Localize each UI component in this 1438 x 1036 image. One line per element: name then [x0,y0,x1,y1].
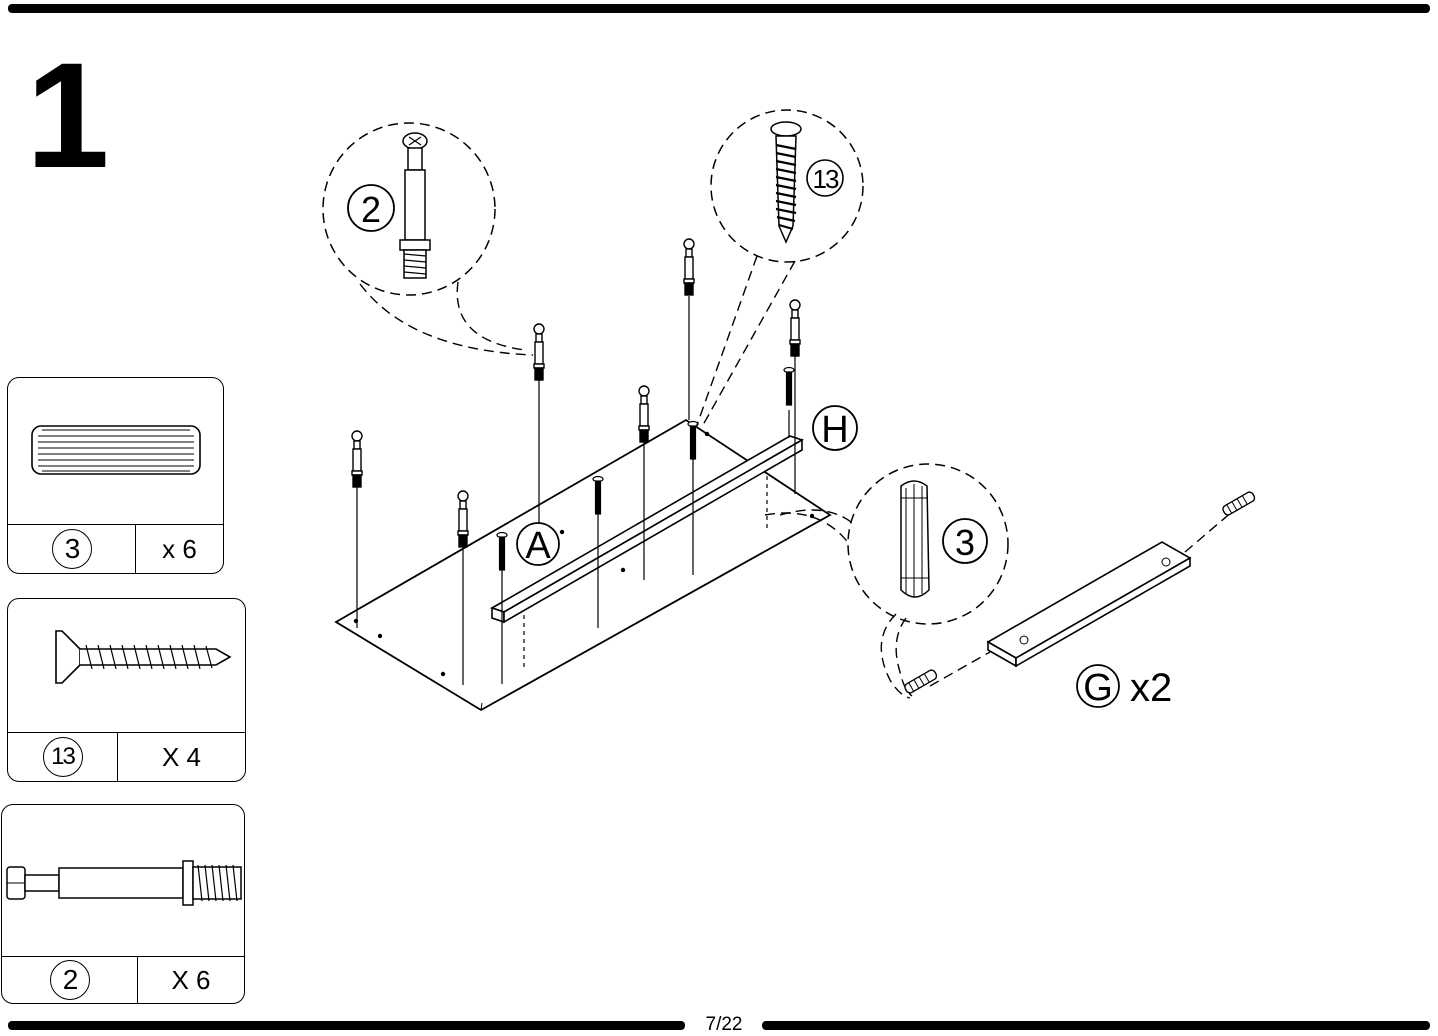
svg-text:H: H [821,409,848,451]
bottom-rule-left [8,1021,685,1030]
label-rail-h: H [813,406,857,451]
callout-cam-bolt-label: 2 [361,189,381,230]
page-number: 7/22 [690,1014,758,1036]
svg-text:G: G [1083,667,1113,709]
detail-cam-bolt: 2 [323,123,533,355]
callout-screw-label: 13 [813,164,839,194]
detail-screw: 13 [697,110,863,425]
svg-text:A: A [525,525,551,567]
callout-dowel-label: 3 [955,522,975,563]
label-rail-g: G x2 [1077,665,1172,710]
rail-g-quantity: x2 [1130,666,1172,710]
bottom-rule-right [762,1021,1430,1030]
